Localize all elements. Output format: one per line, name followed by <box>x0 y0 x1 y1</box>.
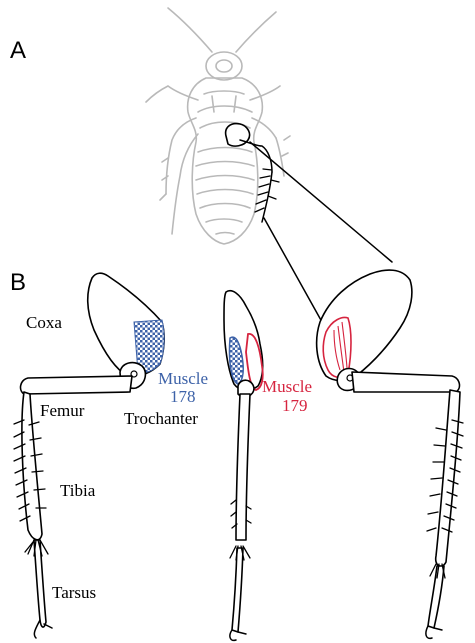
label-tarsus: Tarsus <box>52 583 96 602</box>
label-coxa: Coxa <box>26 313 62 332</box>
left-femur <box>21 376 132 394</box>
left-tarsus <box>34 540 46 627</box>
panel-label-b: B <box>10 269 26 296</box>
panel-label-a: A <box>10 37 26 64</box>
label-muscle-179-word: Muscle <box>262 377 312 396</box>
label-femur: Femur <box>40 401 85 420</box>
label-trochanter: Trochanter <box>124 409 198 428</box>
insect-illustration <box>146 8 290 244</box>
label-muscle-179-number: 179 <box>282 396 308 415</box>
middle-leg <box>224 291 263 641</box>
left-tibia <box>22 392 42 540</box>
label-muscle-178-number: 178 <box>170 387 196 406</box>
label-tibia: Tibia <box>60 481 96 500</box>
highlighted-hind-leg <box>226 124 279 222</box>
right-leg <box>317 270 463 638</box>
label-muscle-178-word: Muscle <box>158 369 208 388</box>
